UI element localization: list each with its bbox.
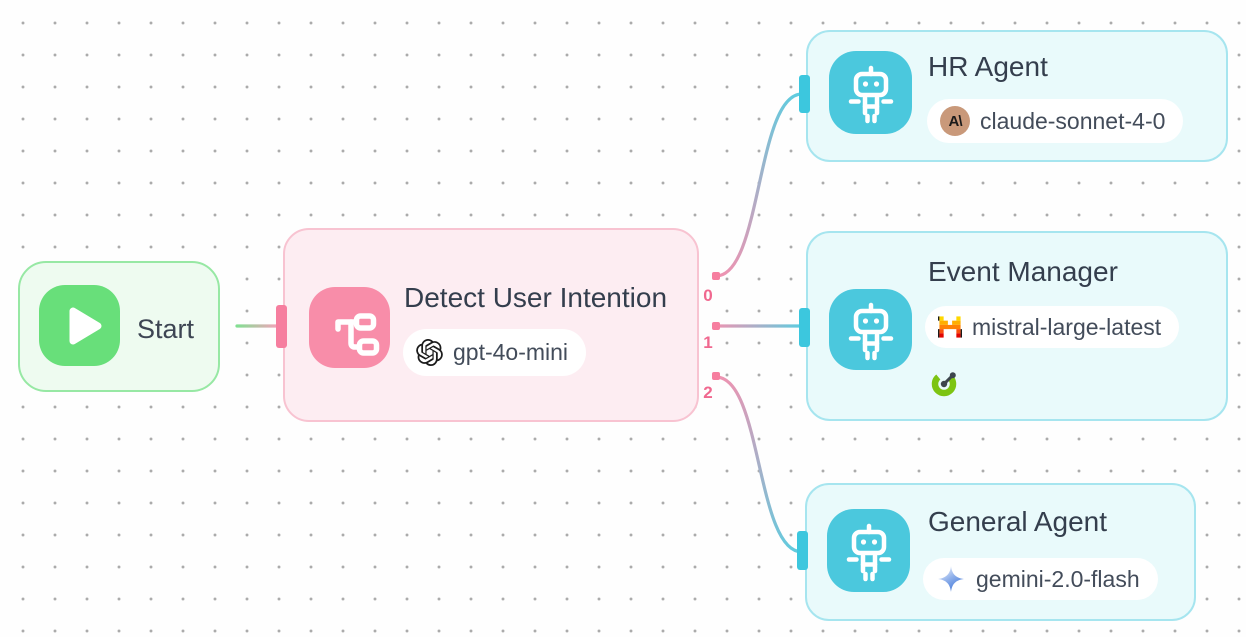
general-input-handle[interactable] [797,531,808,570]
hr-agent-title: HR Agent [928,51,1048,82]
detect-model-name: gpt-4o-mini [453,339,569,365]
branch-tree-icon [309,287,390,368]
event-manager-node[interactable]: Event Manager mistral-large-latest [806,231,1228,421]
edge-detect0-hr[interactable] [714,92,804,278]
anthropic-icon: A\ [940,106,970,136]
detect-output-handle-1[interactable] [712,322,720,330]
edge-detect2-general[interactable] [714,375,804,554]
general-agent-title: General Agent [928,506,1108,537]
robot-icon [827,509,910,592]
hr-input-handle[interactable] [799,75,810,113]
robot-icon [829,51,912,134]
start-node-label: Start [137,314,195,344]
detect-input-handle[interactable] [276,305,287,348]
detect-model-pill[interactable]: gpt-4o-mini [403,329,587,376]
gemini-icon [936,564,966,594]
detect-output-handle-0[interactable] [712,272,720,280]
openai-icon [416,339,443,366]
detect-output-handle-2[interactable] [712,372,720,380]
detect-user-intention-node[interactable]: Detect User Intention gpt-4o-mini [283,228,699,422]
robot-icon [829,289,912,370]
hr-model-name: claude-sonnet-4-0 [980,107,1166,134]
general-model-pill[interactable]: gemini-2.0-flash [923,558,1158,600]
detect-output-label-0: 0 [703,286,713,305]
hr-model-pill[interactable]: A\ claude-sonnet-4-0 [927,99,1184,143]
start-node[interactable]: Start [18,261,220,392]
gauge-tool-icon[interactable] [931,369,959,397]
general-agent-node[interactable]: General Agent gemini-2.0-flash [805,483,1196,621]
event-model-name: mistral-large-latest [972,313,1162,340]
event-model-pill[interactable]: mistral-large-latest [925,306,1180,348]
event-manager-title: Event Manager [928,256,1118,287]
general-model-name: gemini-2.0-flash [976,565,1140,592]
detect-node-title: Detect User Intention [404,282,668,313]
detect-output-label-1: 1 [703,333,713,352]
play-icon [39,285,120,366]
detect-output-label-2: 2 [703,383,713,402]
hr-agent-node[interactable]: HR Agent A\ claude-sonnet-4-0 [806,30,1228,162]
mistral-icon [938,316,962,338]
event-input-handle[interactable] [799,308,810,347]
